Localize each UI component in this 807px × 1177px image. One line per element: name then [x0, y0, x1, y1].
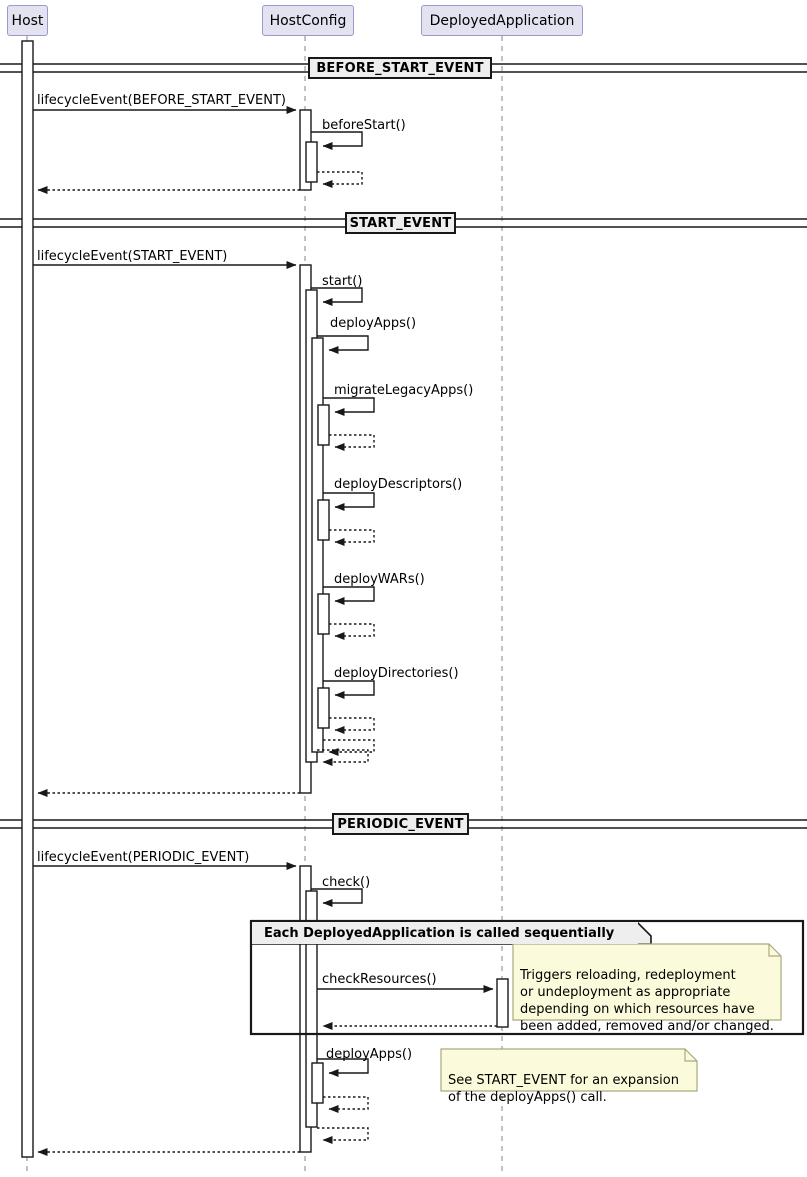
- note-body: Triggers reloading, redeployment or unde…: [520, 968, 774, 1034]
- message-label-lifecycleevent-before-start: lifecycleEvent(BEFORE_START_EVENT): [37, 93, 286, 108]
- activation-hostconfig-1-nested: [305, 141, 318, 183]
- message-label-deployapps-2: deployApps(): [326, 1047, 412, 1062]
- notes: [440, 943, 782, 1092]
- participant-deployedapplication[interactable]: DeployedApplication: [421, 5, 583, 36]
- participant-host-label: Host: [11, 12, 44, 29]
- message-text: deployDescriptors(): [334, 477, 463, 492]
- message-label-checkresources: checkResources(): [322, 972, 437, 987]
- message-label-deploydescriptors: deployDescriptors(): [334, 477, 462, 492]
- message-label-lifecycleevent-start: lifecycleEvent(START_EVENT): [37, 249, 227, 264]
- message-label-migratelegacyapps: migrateLegacyApps(): [334, 383, 473, 398]
- divider-start-event-label: START_EVENT: [349, 215, 452, 231]
- arrow-m13-return: [323, 1096, 369, 1113]
- divider-start-event: START_EVENT: [345, 212, 456, 234]
- activation-hostconfig-2-n3a: [317, 404, 330, 446]
- activation-host-root: [21, 40, 34, 1158]
- note-body: See START_EVENT for an expansion of the …: [448, 1073, 679, 1105]
- frame-title-label: Each DeployedApplication is called seque…: [264, 925, 615, 941]
- arrow-m4-return: [317, 749, 369, 766]
- arrow-m5: [317, 335, 369, 354]
- divider-periodic-event: PERIODIC_EVENT: [332, 813, 469, 835]
- arrow-m7-return: [329, 529, 375, 546]
- arrow-m2-return: [317, 171, 363, 188]
- message-label-start: start(): [322, 274, 362, 289]
- arrow-m6: [323, 397, 375, 416]
- participant-hostconfig[interactable]: HostConfig: [262, 5, 354, 36]
- message-text: lifecycleEvent(PERIODIC_EVENT): [37, 850, 250, 865]
- arrow-m9-return: [329, 717, 375, 734]
- message-label-deploydirectories: deployDirectories(): [334, 666, 459, 681]
- arrow-m11-return: [317, 1127, 369, 1144]
- activation-hostconfig-2-n2: [311, 337, 324, 753]
- arrow-m11: [311, 888, 363, 907]
- note-checkresources-text: Triggers reloading, redeployment or unde…: [520, 950, 778, 1035]
- note-deployapps-fold: [684, 1049, 697, 1062]
- note-checkresources-shape: [512, 943, 782, 1021]
- message-text: check(): [322, 875, 371, 890]
- activation-hostconfig-3-n1: [305, 890, 318, 1128]
- message-text: lifecycleEvent(START_EVENT): [37, 249, 228, 264]
- divider-periodic-event-label: PERIODIC_EVENT: [337, 816, 464, 832]
- activation-hostconfig-2-n3c: [317, 593, 330, 635]
- participant-deployedapplication-label: DeployedApplication: [429, 12, 575, 29]
- message-arrows: Host -->: [33, 106, 497, 1156]
- arrow-m13: [317, 1058, 369, 1077]
- message-text: beforeStart(): [322, 118, 406, 133]
- activation-deployedapplication-1: [496, 978, 509, 1028]
- message-label-beforestart: beforeStart(): [322, 118, 406, 133]
- message-label-check: check(): [322, 875, 370, 890]
- frame-title-each-deployedapplication: Each DeployedApplication is called seque…: [252, 922, 638, 944]
- message-label-deploywars: deployWARs(): [334, 572, 425, 587]
- message-text: start(): [322, 274, 363, 289]
- lifelines: [26, 36, 503, 1172]
- arrow-m6-return: [329, 434, 375, 451]
- activation-hostconfig-3-n2: [311, 1062, 324, 1104]
- message-label-deployapps-1: deployApps(): [330, 316, 416, 331]
- divider-before-start-event-label: BEFORE_START_EVENT: [316, 60, 484, 76]
- note-deployapps-text: See START_EVENT for an expansion of the …: [448, 1055, 694, 1106]
- message-text: deployWARs(): [334, 572, 425, 587]
- message-text: checkResources(): [322, 972, 437, 987]
- arrow-m4: [311, 287, 363, 306]
- participant-hostconfig-label: HostConfig: [269, 12, 347, 29]
- message-label-lifecycleevent-periodic: lifecycleEvent(PERIODIC_EVENT): [37, 850, 249, 865]
- divider-rules: [0, 63, 807, 829]
- arrow-m9: [323, 680, 375, 699]
- note-checkresources-fold: [768, 944, 781, 957]
- activation-bars: [21, 40, 509, 1158]
- frame-border: [249, 919, 805, 1036]
- message-text: deployApps(): [326, 1047, 413, 1062]
- message-text: migrateLegacyApps(): [334, 383, 474, 398]
- activation-hostconfig-2-n3d: [317, 687, 330, 729]
- note-deployapps-shape: [440, 1048, 698, 1092]
- message-text: deployApps(): [330, 316, 417, 331]
- message-text: deployDirectories(): [334, 666, 459, 681]
- arrow-m7: [323, 492, 375, 511]
- participant-host[interactable]: Host: [7, 5, 48, 36]
- arrow-m8: [323, 586, 375, 605]
- activation-hostconfig-2-n3b: [317, 499, 330, 541]
- arrow-m8-return: [329, 623, 375, 640]
- message-text: lifecycleEvent(BEFORE_START_EVENT): [37, 93, 286, 108]
- divider-before-start-event: BEFORE_START_EVENT: [308, 57, 492, 79]
- arrow-m5-return: [323, 739, 375, 756]
- arrow-m2: [311, 131, 363, 150]
